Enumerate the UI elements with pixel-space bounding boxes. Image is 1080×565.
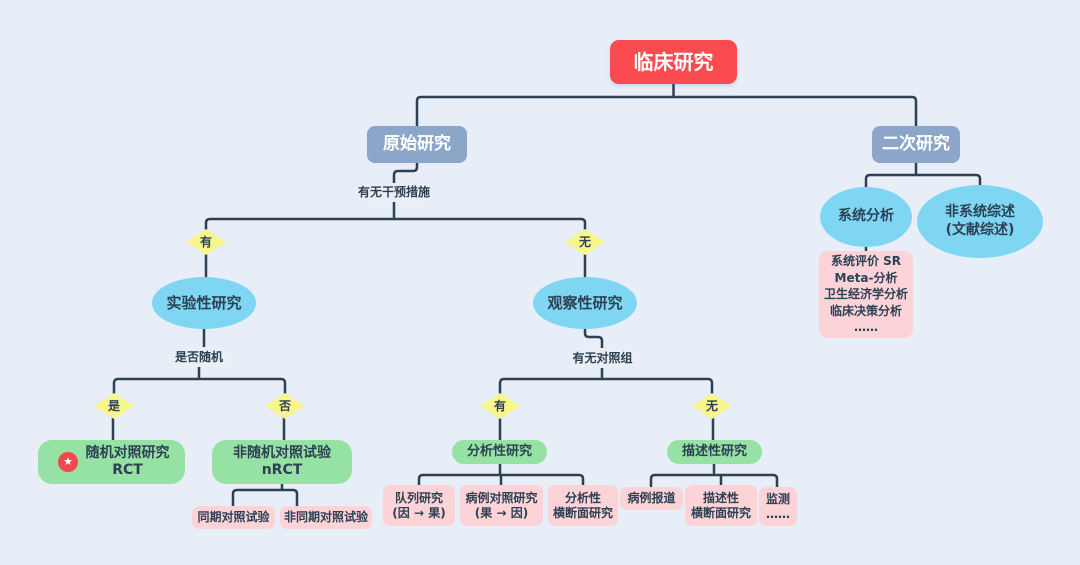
node-case-control-study[interactable]: 病例对照研究 (果 → 因): [460, 485, 543, 526]
node-nrct[interactable]: 非随机对照试验 nRCT: [212, 440, 352, 484]
detail-line: 卫生经济学分析: [823, 287, 908, 302]
node-label-line1: 分析性: [564, 490, 601, 505]
node-label: 原始研究: [383, 133, 451, 154]
node-label: 二次研究: [882, 133, 950, 154]
node-systematic-analysis[interactable]: 系统分析: [820, 187, 912, 247]
node-label-line1: 队列研究: [394, 490, 443, 505]
node-label: 系统分析: [838, 208, 894, 225]
node-secondary-research[interactable]: 二次研究: [872, 126, 960, 163]
node-label-line2: (因 → 果): [392, 505, 446, 520]
node-clinical-research[interactable]: 临床研究: [610, 40, 737, 84]
node-label: 病例报道: [627, 491, 676, 505]
node-label-line2: 横断面研究: [552, 505, 613, 520]
star-badge-icon: ★: [58, 452, 78, 472]
label-text: 有无对照组: [572, 350, 633, 365]
node-descriptive-study[interactable]: 描述性研究: [667, 440, 762, 464]
node-label-line1: 随机对照研究: [85, 444, 170, 461]
diamond-text: 有: [199, 234, 212, 249]
node-surveillance[interactable]: 监测 ……: [759, 487, 797, 526]
detail-line: 系统评价 SR: [830, 254, 902, 269]
diamond-text: 是: [107, 398, 120, 413]
node-label: 分析性研究: [466, 443, 532, 459]
node-label-line1: 监测: [765, 491, 790, 506]
node-label: 描述性研究: [681, 443, 747, 459]
node-descriptive-cross-sectional-study[interactable]: 描述性 横断面研究: [685, 485, 757, 526]
node-label: 同期对照试验: [197, 510, 270, 524]
node-label-line2: (果 → 因): [474, 505, 529, 520]
node-case-report[interactable]: 病例报道: [620, 487, 683, 510]
node-label-line1: 病例对照研究: [465, 490, 538, 505]
node-rct[interactable]: ★ 随机对照研究 RCT: [38, 440, 185, 484]
diamond-text: 有: [493, 398, 506, 413]
label-text: 有无干预措施: [357, 185, 430, 199]
label-has-intervention[interactable]: 有无干预措施: [356, 183, 432, 202]
node-label: 临床研究: [633, 49, 714, 74]
node-concurrent-controlled-trial[interactable]: 同期对照试验: [192, 506, 275, 529]
node-primary-research[interactable]: 原始研究: [367, 126, 467, 163]
node-label-line1: 描述性: [702, 490, 739, 505]
diamond-text: 无: [578, 234, 591, 249]
node-label-line2: (文献综述): [945, 221, 1015, 238]
detail-line: 临床决策分析: [829, 303, 902, 318]
diamond-text: 无: [705, 398, 718, 413]
label-has-control-group[interactable]: 有无对照组: [570, 348, 635, 368]
node-label: 非同期对照试验: [283, 510, 368, 524]
node-label-line2: 横断面研究: [690, 505, 751, 520]
node-label-line1: 非系统综述: [945, 204, 1015, 220]
diamond-text: 否: [278, 398, 291, 413]
node-label-line2: nRCT: [261, 462, 303, 478]
node-cohort-study[interactable]: 队列研究 (因 → 果): [383, 485, 455, 526]
node-systematic-analysis-detail[interactable]: 系统评价 SR Meta-分析 卫生经济学分析 临床决策分析 ……: [819, 251, 913, 338]
node-label-line2: ……: [766, 506, 790, 521]
detail-line: ……: [854, 320, 878, 335]
node-label: 实验性研究: [166, 293, 242, 312]
label-text: 是否随机: [174, 349, 223, 364]
node-nonconcurrent-controlled-trial[interactable]: 非同期对照试验: [280, 506, 372, 529]
node-label: 观察性研究: [547, 293, 623, 312]
node-observational-study[interactable]: 观察性研究: [533, 277, 637, 329]
detail-line: Meta-分析: [834, 270, 898, 285]
label-is-randomized[interactable]: 是否随机: [170, 347, 228, 367]
node-experimental-study[interactable]: 实验性研究: [152, 277, 256, 329]
node-label-line1: 非随机对照试验: [233, 444, 331, 461]
node-narrative-review[interactable]: 非系统综述 (文献综述): [917, 185, 1043, 258]
node-analytical-cross-sectional-study[interactable]: 分析性 横断面研究: [548, 485, 618, 526]
node-analytical-study[interactable]: 分析性研究: [452, 440, 547, 464]
node-label-line2: RCT: [112, 462, 143, 478]
